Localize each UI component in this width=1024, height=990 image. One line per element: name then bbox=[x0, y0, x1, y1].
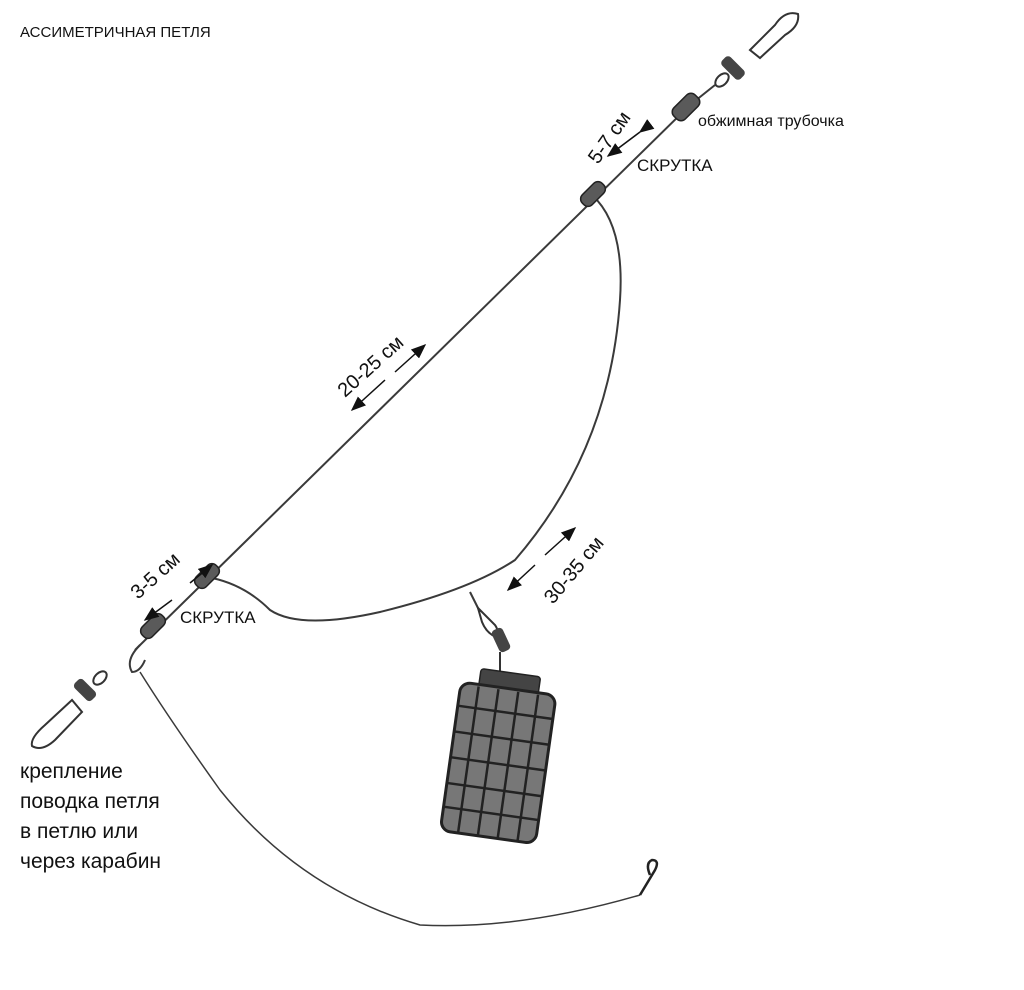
crimp-tube-bottom bbox=[139, 612, 167, 640]
hook-icon bbox=[638, 858, 659, 896]
crimp-tube-top bbox=[671, 92, 701, 122]
label-crimp-tube: обжимная трубочка bbox=[698, 113, 844, 130]
twist-bottom bbox=[193, 562, 221, 590]
label-dim-main: 20-25 см bbox=[334, 332, 409, 402]
arrow-dim-top bbox=[606, 119, 655, 157]
leader-note-line-2: поводка петля bbox=[20, 790, 160, 813]
leader-note-line-3: в петлю или bbox=[20, 820, 138, 843]
leader-line bbox=[139, 671, 641, 927]
arrow-dim-main-up bbox=[394, 343, 427, 373]
bottom-swivel-snap bbox=[30, 670, 108, 749]
leader-note: крепление поводка петля в петлю или чере… bbox=[20, 760, 161, 873]
arrow-dim-main-down bbox=[350, 379, 386, 412]
twist-top bbox=[579, 180, 607, 208]
top-swivel-snap bbox=[689, 12, 800, 106]
feeder-loop bbox=[211, 194, 622, 622]
label-dim-feeder: 30-35 см bbox=[540, 532, 609, 608]
diagram-title: АССИМЕТРИЧНАЯ ПЕТЛЯ bbox=[20, 24, 211, 41]
arrow-dim-left-up bbox=[189, 564, 214, 584]
label-dim-top: 5-7 см bbox=[584, 108, 635, 168]
feeder-swivel bbox=[469, 591, 511, 672]
feeder-cage bbox=[440, 668, 557, 845]
arrow-dim-left-down bbox=[143, 599, 173, 621]
leader-note-line-4: через карабин bbox=[20, 850, 161, 873]
label-dim-left: 3-5 см bbox=[127, 548, 185, 603]
leader-note-line-1: крепление bbox=[20, 760, 123, 783]
arrow-dim-feeder-down bbox=[506, 564, 536, 592]
label-twist-top: СКРУТКА bbox=[637, 156, 713, 175]
bottom-loop bbox=[128, 644, 146, 674]
arrow-dim-feeder-up bbox=[544, 526, 577, 556]
label-twist-bottom: СКРУТКА bbox=[180, 608, 256, 627]
